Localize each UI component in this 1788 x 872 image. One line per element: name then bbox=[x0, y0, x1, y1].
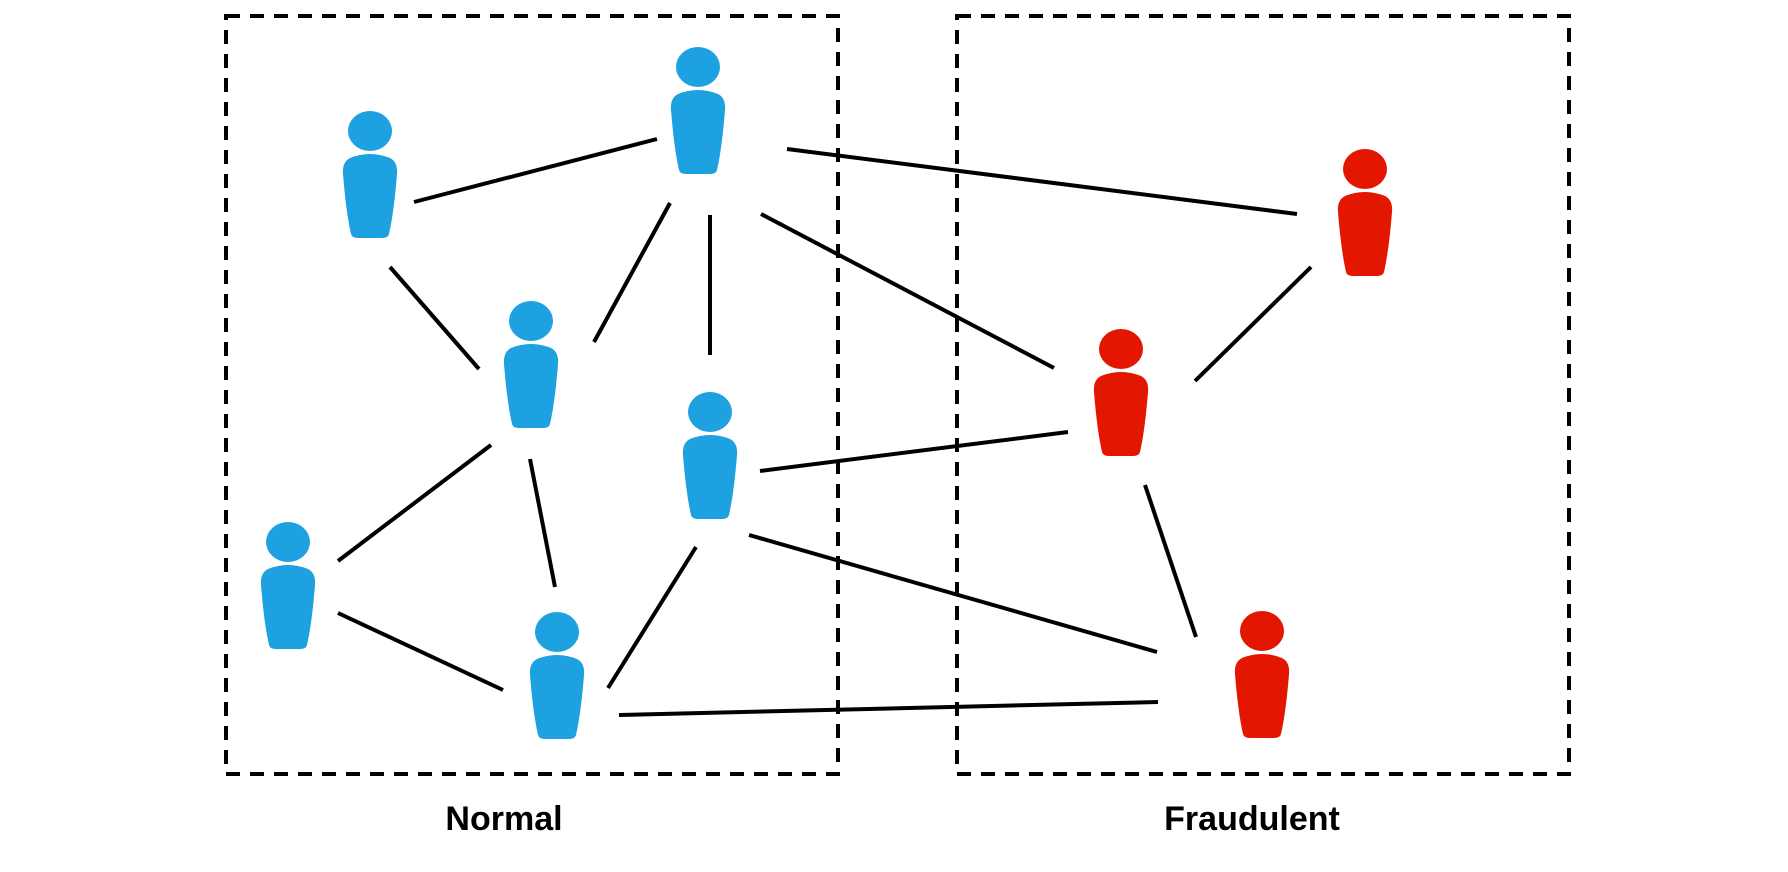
edge-n4-n6 bbox=[606, 545, 698, 690]
person-body bbox=[503, 344, 559, 428]
group-boxes bbox=[224, 14, 1571, 776]
edge-n4-f2 bbox=[759, 430, 1069, 473]
person-icon bbox=[1234, 611, 1290, 738]
normal-group-label: Normal bbox=[445, 800, 563, 838]
edge-n1-n2 bbox=[413, 137, 658, 204]
person-icon bbox=[342, 111, 398, 238]
person-body bbox=[682, 435, 738, 519]
person-head bbox=[266, 522, 310, 562]
person-icon bbox=[529, 612, 585, 739]
edge-n2-f1 bbox=[786, 147, 1298, 216]
person-icon bbox=[1337, 149, 1393, 276]
person-icon bbox=[1093, 329, 1149, 456]
person-head bbox=[1343, 149, 1387, 189]
person-head bbox=[1099, 329, 1143, 369]
person-body bbox=[1234, 654, 1290, 738]
edge-n2-n3 bbox=[592, 202, 672, 343]
nodes bbox=[260, 47, 1393, 739]
fraud-group-box bbox=[955, 14, 1571, 776]
person-body bbox=[670, 90, 726, 174]
person-head bbox=[348, 111, 392, 151]
person-head bbox=[1240, 611, 1284, 651]
person-head bbox=[509, 301, 553, 341]
person-body bbox=[260, 565, 316, 649]
person-body bbox=[1337, 192, 1393, 276]
person-body bbox=[529, 655, 585, 739]
edge-n3-n6 bbox=[528, 458, 557, 588]
edge-n6-f3 bbox=[618, 700, 1159, 717]
fraudulent-group-label: Fraudulent bbox=[1164, 800, 1340, 838]
edges bbox=[336, 137, 1313, 717]
person-icon bbox=[670, 47, 726, 174]
edge-n1-n3 bbox=[388, 265, 481, 371]
edge-f2-f3 bbox=[1143, 484, 1198, 638]
edge-n4-f3 bbox=[748, 533, 1158, 654]
person-icon bbox=[503, 301, 559, 428]
person-body bbox=[342, 154, 398, 238]
person-head bbox=[676, 47, 720, 87]
edge-n2-f2 bbox=[760, 212, 1055, 370]
person-head bbox=[535, 612, 579, 652]
normal-group-box bbox=[224, 14, 840, 776]
person-icon bbox=[682, 392, 738, 519]
edge-f1-f2 bbox=[1193, 265, 1313, 383]
person-icon bbox=[260, 522, 316, 649]
person-head bbox=[688, 392, 732, 432]
edge-n5-n6 bbox=[337, 611, 504, 692]
edge-n3-n5 bbox=[336, 443, 493, 563]
person-body bbox=[1093, 372, 1149, 456]
